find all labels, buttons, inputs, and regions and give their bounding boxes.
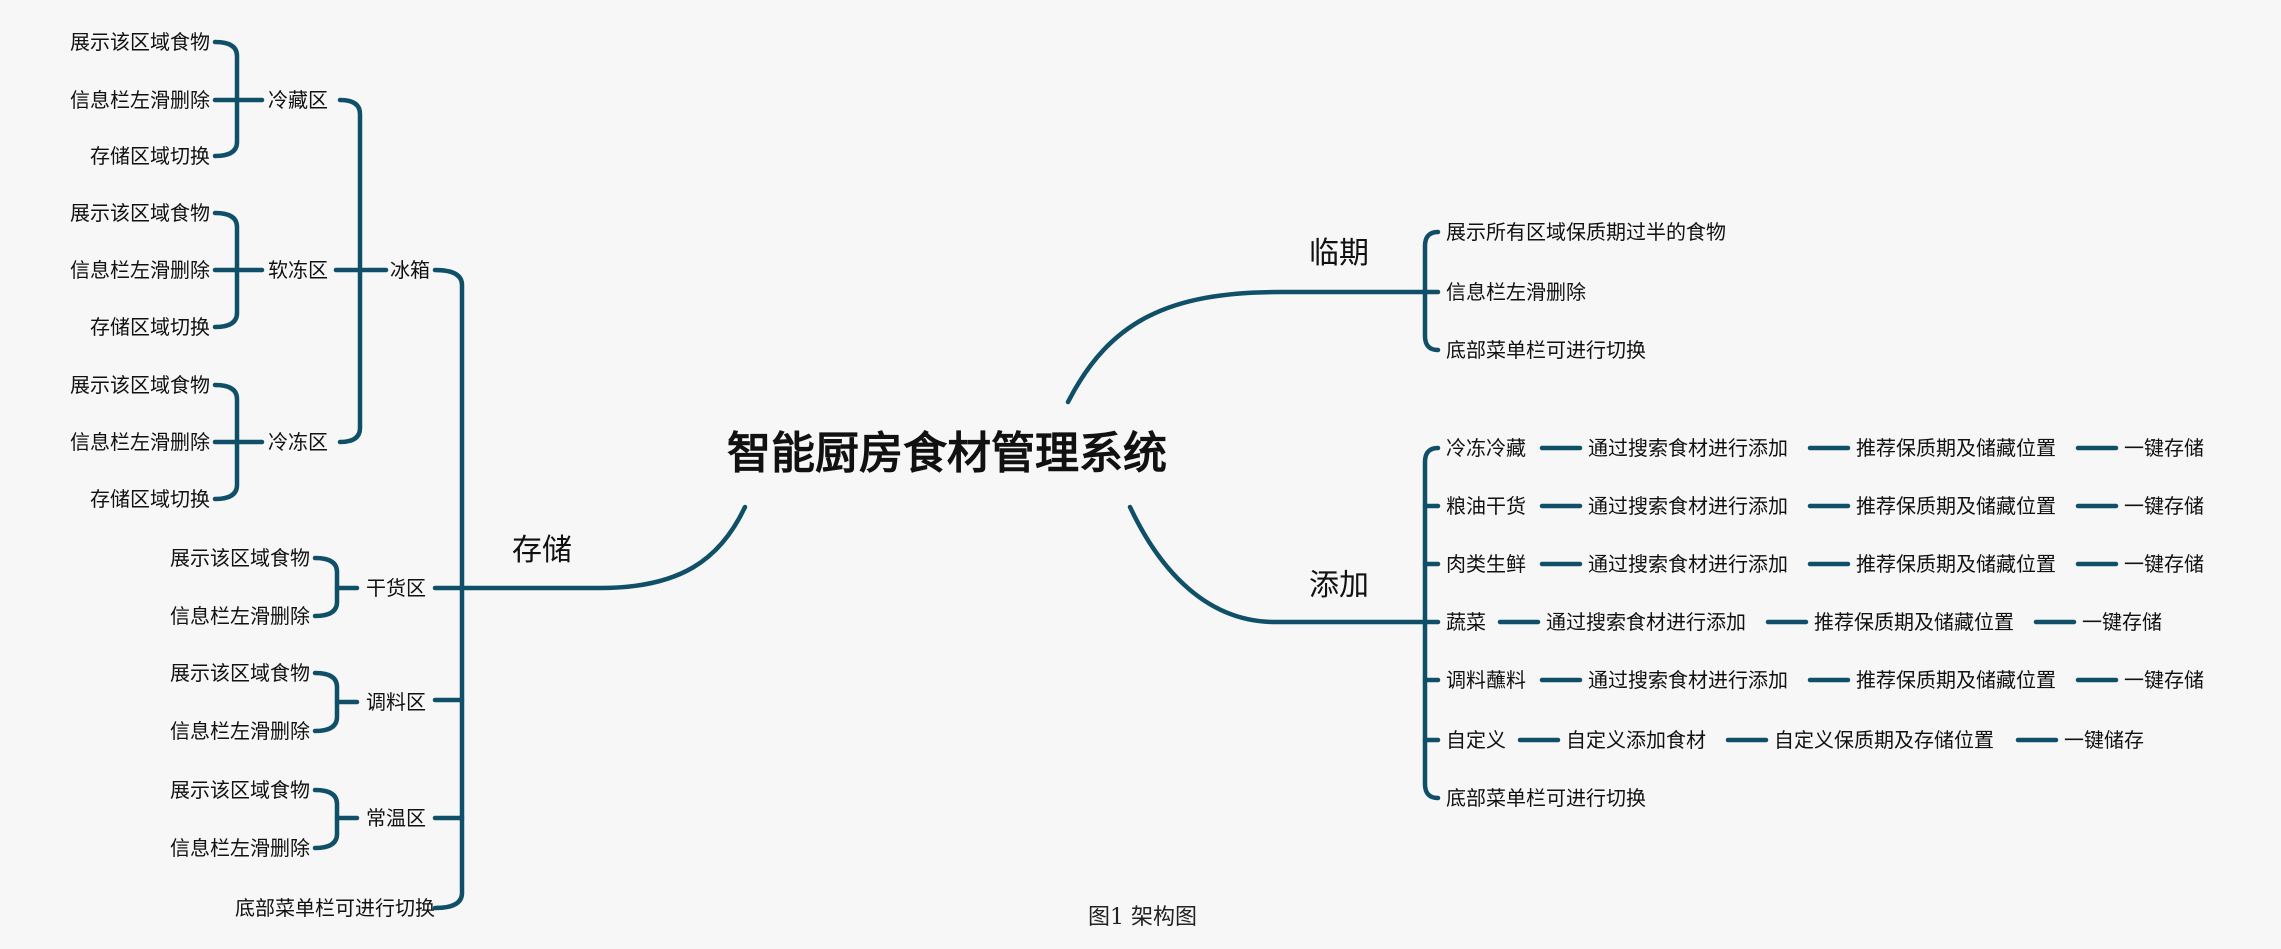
- add-step-search: 通过搜索食材进行添加: [1588, 668, 1788, 692]
- branch-add-label: 添加: [1309, 568, 1369, 603]
- zone-label: 冷冻区: [268, 430, 328, 454]
- zone-item: 存储区域切换: [90, 144, 210, 168]
- room-zone-label: 常温区: [366, 806, 426, 830]
- branch-storage-label: 存储: [512, 533, 572, 568]
- zone-item: 信息栏左滑删除: [170, 604, 310, 628]
- add-step-search: 通过搜索食材进行添加: [1588, 552, 1788, 576]
- add-step-recommend: 推荐保质期及储藏位置: [1814, 610, 2014, 634]
- zone-item: 展示该区域食物: [70, 373, 210, 397]
- zone-item: 信息栏左滑删除: [70, 258, 210, 282]
- connector-root-expiring: [1065, 289, 1428, 405]
- add-step-custom-shelf: 自定义保质期及存储位置: [1774, 728, 1994, 752]
- add-bottom-menu: 底部菜单栏可进行切换: [1446, 786, 1646, 810]
- storage-bottom-menu: 底部菜单栏可进行切换: [235, 896, 435, 920]
- add-category: 冷冻冷藏: [1446, 436, 1526, 460]
- add-step-store: 一键储存: [2064, 728, 2144, 752]
- add-category: 肉类生鲜: [1446, 552, 1526, 576]
- add-category: 蔬菜: [1446, 610, 1486, 634]
- dry-zone-label: 干货区: [366, 576, 426, 600]
- bracket-seasoning: [312, 670, 340, 734]
- add-step-search: 通过搜索食材进行添加: [1546, 610, 1746, 634]
- add-step-store: 一键存储: [2124, 436, 2204, 460]
- expiring-item: 展示所有区域保质期过半的食物: [1446, 220, 1726, 244]
- zone-item: 展示该区域食物: [170, 778, 310, 802]
- add-step-store: 一键存储: [2124, 552, 2204, 576]
- expiring-item: 底部菜单栏可进行切换: [1446, 338, 1646, 362]
- add-category: 调料蘸料: [1446, 668, 1526, 692]
- zone-item: 展示该区域食物: [170, 661, 310, 685]
- zone-item: 信息栏左滑删除: [70, 430, 210, 454]
- figure-caption: 图1 架构图: [1088, 905, 1197, 930]
- zone-item: 展示该区域食物: [70, 201, 210, 225]
- zone-item: 信息栏左滑删除: [70, 88, 210, 112]
- add-step-recommend: 推荐保质期及储藏位置: [1856, 552, 2056, 576]
- root-title: 智能厨房食材管理系统: [727, 428, 1167, 479]
- add-step-store: 一键存储: [2082, 610, 2162, 634]
- seasoning-zone-label: 调料区: [366, 690, 426, 714]
- add-step-search: 通过搜索食材进行添加: [1588, 436, 1788, 460]
- add-step-search: 通过搜索食材进行添加: [1588, 494, 1788, 518]
- bracket-dry: [312, 555, 340, 619]
- add-category: 粮油干货: [1446, 494, 1526, 518]
- zone-item: 信息栏左滑删除: [170, 719, 310, 743]
- bracket-room: [312, 787, 340, 851]
- zone-item: 展示该区域食物: [170, 546, 310, 570]
- fridge-label: 冰箱: [390, 258, 430, 282]
- add-step-store: 一键存储: [2124, 668, 2204, 692]
- add-step-recommend: 推荐保质期及储藏位置: [1856, 436, 2056, 460]
- zone-item: 存储区域切换: [90, 487, 210, 511]
- connector-root-add: [1127, 504, 1428, 625]
- add-category: 自定义: [1446, 728, 1506, 752]
- branch-expiring-label: 临期: [1309, 236, 1369, 271]
- add-step-recommend: 推荐保质期及储藏位置: [1856, 668, 2056, 692]
- zone-item: 信息栏左滑删除: [170, 836, 310, 860]
- add-step-recommend: 推荐保质期及储藏位置: [1856, 494, 2056, 518]
- add-step-custom: 自定义添加食材: [1566, 728, 1706, 752]
- connector-root-storage: [462, 504, 748, 591]
- zone-item: 存储区域切换: [90, 315, 210, 339]
- add-step-store: 一键存储: [2124, 494, 2204, 518]
- zone-label: 冷藏区: [268, 88, 328, 112]
- zone-item: 展示该区域食物: [70, 30, 210, 54]
- zone-label: 软冻区: [268, 258, 328, 282]
- expiring-item: 信息栏左滑删除: [1446, 280, 1586, 304]
